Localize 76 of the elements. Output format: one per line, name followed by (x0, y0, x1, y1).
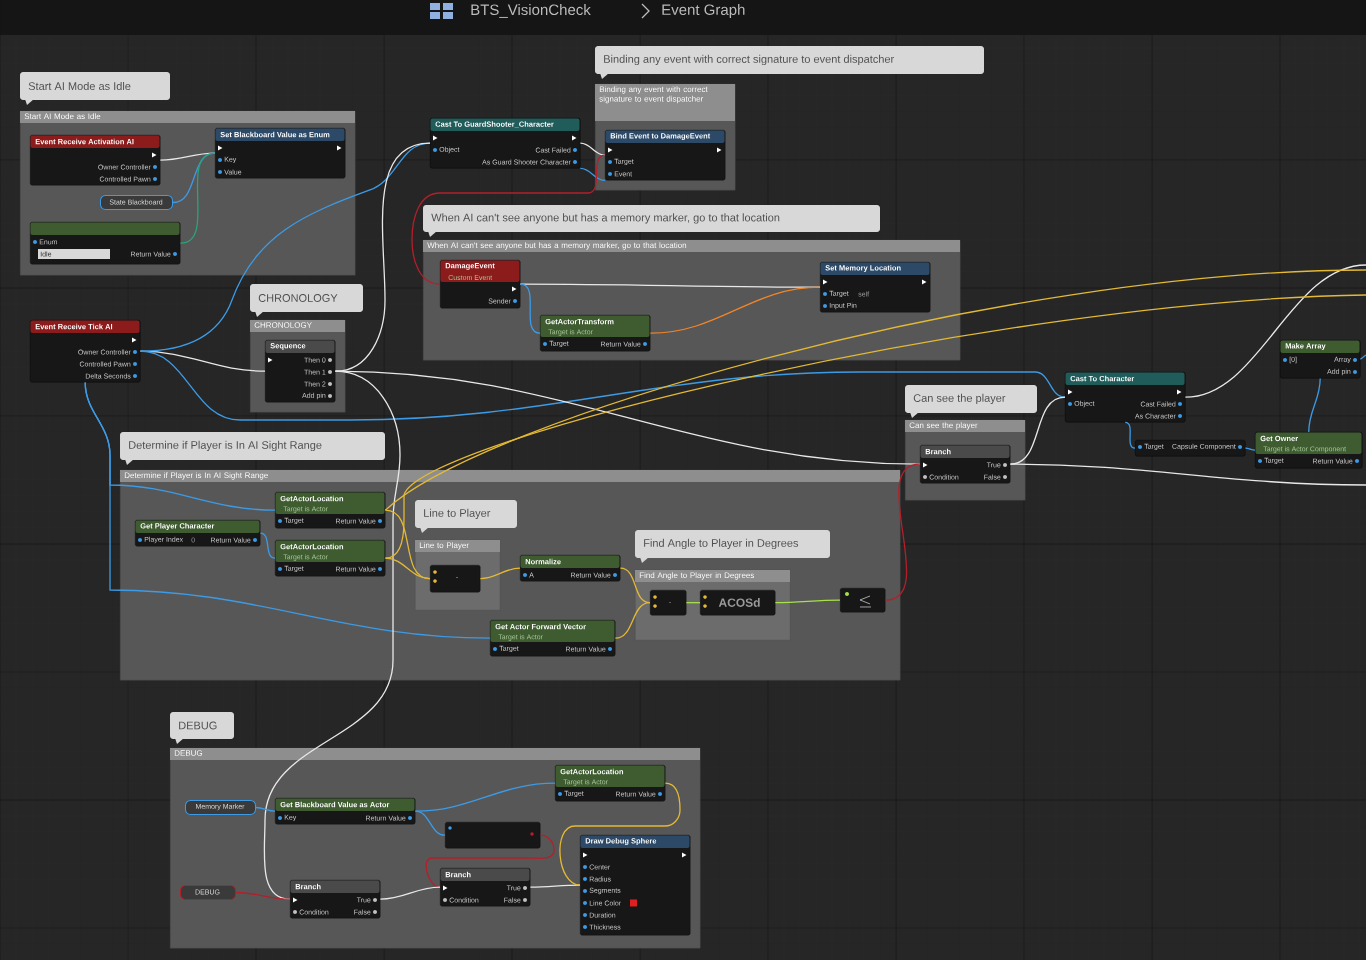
wire (559, 782, 681, 886)
blueprint-node (445, 822, 541, 849)
wire (649, 286, 821, 334)
wire (411, 154, 606, 285)
wire (379, 886, 441, 900)
blueprint-node (1255, 432, 1363, 469)
blueprint-node (490, 619, 616, 657)
comment-bubble: Line to Player (415, 500, 517, 533)
comment-bubble: When AI can't see anyone but has a memory marker, go to that location (423, 205, 880, 237)
wire (519, 283, 541, 334)
operator-node: . (650, 590, 687, 616)
comment-bubble: Find Angle to Player in Degrees (635, 530, 830, 563)
wire (1359, 354, 1366, 360)
comment-bubble: CHRONOLOGY (250, 284, 363, 317)
blueprint-node (275, 539, 386, 577)
blueprint-node (30, 135, 161, 186)
wire (414, 810, 446, 836)
wire (685, 602, 701, 604)
blueprint-node (820, 262, 931, 313)
wire (614, 602, 651, 639)
comment-bubble: Can see the player (905, 385, 1037, 418)
wire (384, 294, 1366, 559)
wire (255, 806, 276, 812)
comment-header: Binding any event with correct signature to event dispatcher (595, 84, 735, 121)
wire (414, 782, 556, 812)
wire (263, 370, 401, 900)
wire (579, 142, 606, 156)
blueprint-node (440, 868, 531, 907)
wire (384, 557, 431, 580)
blueprint-node (1135, 440, 1246, 457)
blueprint-node (605, 130, 726, 181)
blueprint-node (520, 554, 621, 582)
blueprint-node (275, 492, 386, 529)
wire (1009, 396, 1066, 465)
comment-bubble: Start AI Mode as Idle (20, 72, 170, 105)
wire (384, 269, 1366, 511)
blueprint-node (290, 879, 381, 919)
wire (479, 567, 521, 580)
wire (139, 350, 1066, 421)
wire (1308, 377, 1321, 433)
wire (884, 463, 921, 601)
blueprint-node (30, 222, 181, 265)
blueprint-node (440, 260, 521, 309)
wire (84, 381, 491, 639)
blueprint-node (275, 797, 416, 825)
wire (235, 891, 291, 900)
blueprint-node (555, 764, 666, 802)
blueprint-node (265, 340, 336, 403)
comment-header: CHRONOLOGY (250, 320, 345, 332)
wire (579, 167, 606, 182)
blueprint-node (580, 834, 691, 936)
blueprint-node (1280, 340, 1361, 379)
wire (529, 884, 581, 888)
wire (259, 532, 276, 559)
blueprint-node (30, 320, 141, 383)
wire (1184, 264, 1366, 398)
blueprint-node (920, 445, 1011, 484)
wire (1009, 463, 1366, 486)
wire (425, 834, 555, 888)
breadcrumb-label: Event Graph (662, 4, 745, 18)
wire (334, 142, 431, 372)
blueprint-node (540, 315, 651, 352)
wire (1244, 447, 1256, 451)
breadcrumb-title: BTS_VisionCheck (471, 4, 591, 18)
comment-bubble: Determine if Player is In AI Sight Range (120, 432, 385, 465)
wire (774, 599, 841, 604)
blueprint-node (430, 118, 581, 169)
wire (1124, 421, 1136, 449)
wire (179, 152, 216, 244)
operator-node: ACOSd (700, 590, 776, 616)
blueprint-node (215, 128, 346, 179)
comment-bubble: DEBUG (170, 712, 234, 744)
blueprint-node (135, 519, 261, 547)
comment-bubble: Binding any event with correct signature to event dispatcher (595, 46, 984, 79)
blueprint-node (1065, 372, 1186, 423)
compare-node (840, 588, 886, 613)
